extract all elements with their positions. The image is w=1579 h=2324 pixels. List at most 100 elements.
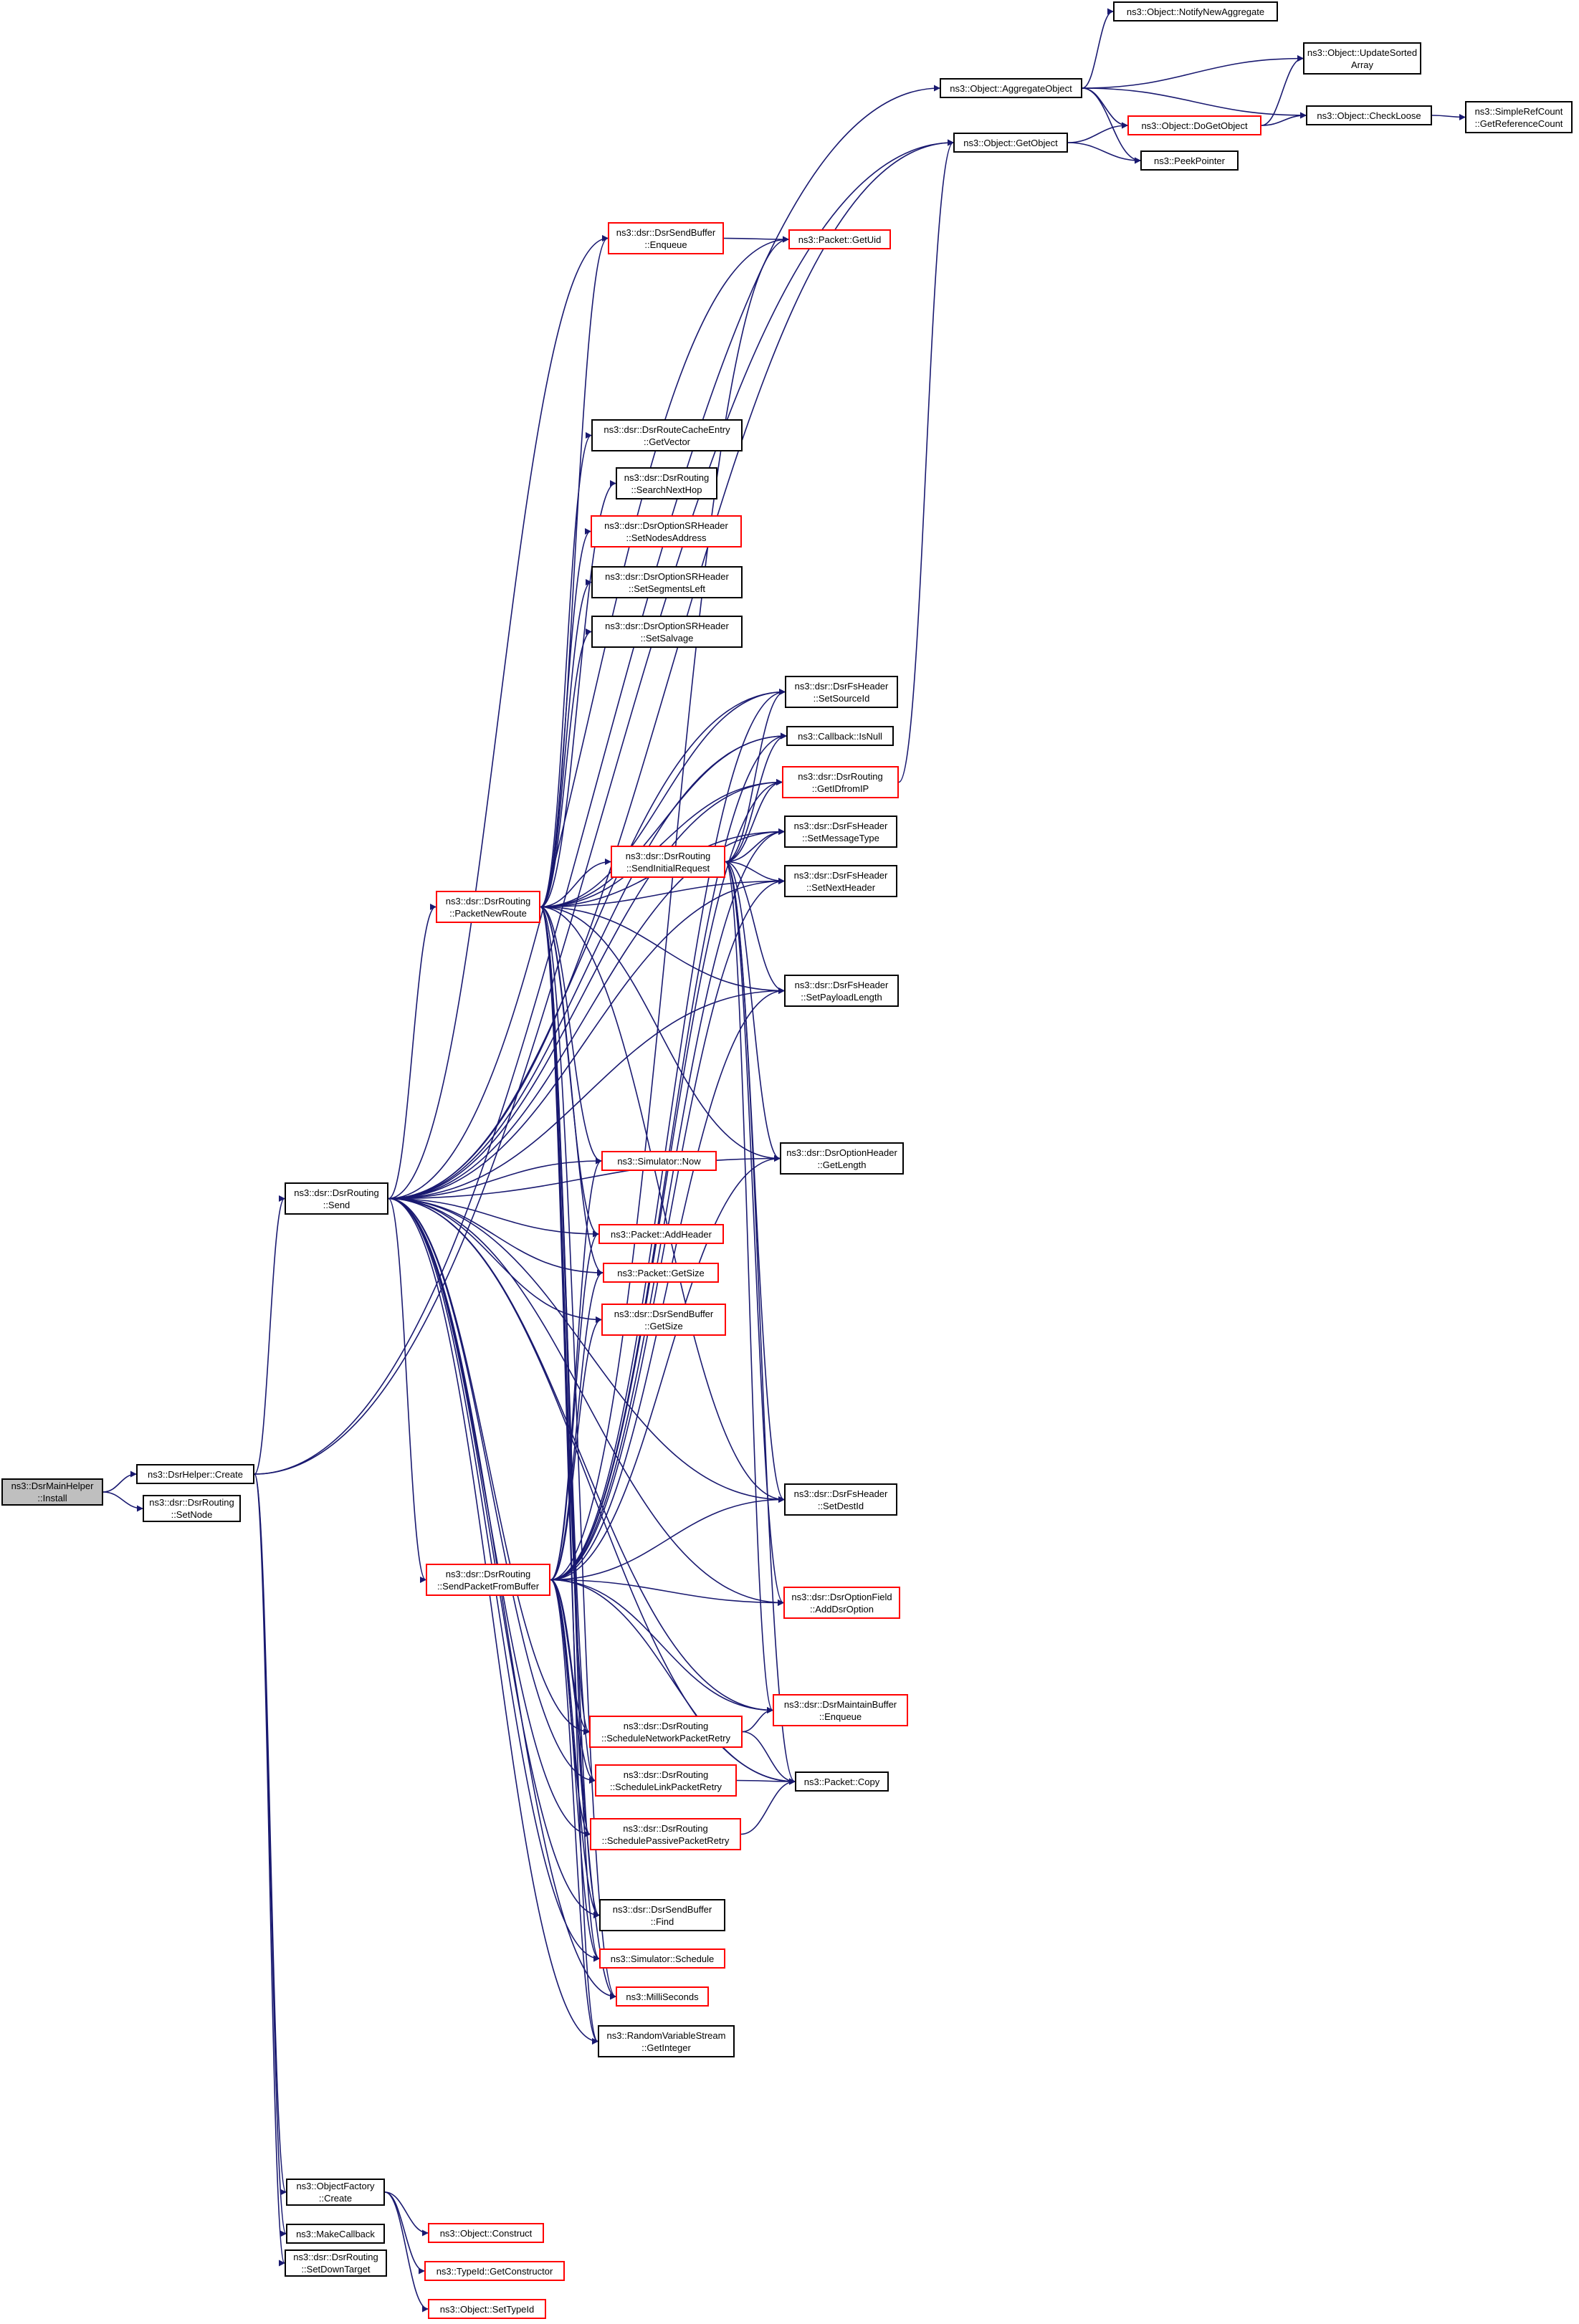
node-callback-isnull[interactable]: ns3::Callback::IsNull bbox=[786, 726, 894, 746]
node-setsalvage[interactable]: ns3::dsr::DsrOptionSRHeader ::SetSalvage bbox=[591, 616, 743, 648]
node-label: ns3::Object::UpdateSorted Array bbox=[1307, 47, 1418, 70]
node-label: ns3::RandomVariableStream ::GetInteger bbox=[606, 2029, 726, 2053]
node-typeid-getconstructor[interactable]: ns3::TypeId::GetConstructor bbox=[424, 2261, 565, 2281]
node-label: ns3::dsr::DsrRouting ::SetDownTarget bbox=[293, 2252, 378, 2275]
node-milliseconds[interactable]: ns3::MilliSeconds bbox=[616, 1986, 709, 2007]
node-packet-addheader[interactable]: ns3::Packet::AddHeader bbox=[598, 1224, 724, 1244]
node-dogetobject[interactable]: ns3::Object::DoGetObject bbox=[1127, 115, 1261, 135]
node-getidfromip[interactable]: ns3::dsr::DsrRouting ::GetIDfromIP bbox=[782, 766, 899, 798]
node-label: ns3::MakeCallback bbox=[296, 2228, 375, 2239]
node-peekpointer[interactable]: ns3::PeekPointer bbox=[1140, 150, 1239, 171]
node-sendpacketfrombuffer[interactable]: ns3::dsr::DsrRouting ::SendPacketFromBuf… bbox=[426, 1564, 550, 1596]
node-objfactory[interactable]: ns3::ObjectFactory ::Create bbox=[286, 2179, 385, 2206]
edge-schednetworkretry-to-packet-copy bbox=[742, 1731, 796, 1785]
edge-send-to-setpayloadlength bbox=[388, 988, 785, 1200]
node-maintain-enqueue[interactable]: ns3::dsr::DsrMaintainBuffer ::Enqueue bbox=[773, 1694, 908, 1726]
node-adddsroption[interactable]: ns3::dsr::DsrOptionField ::AddDsrOption bbox=[783, 1587, 900, 1619]
node-setdowntarget[interactable]: ns3::dsr::DsrRouting ::SetDownTarget bbox=[285, 2249, 387, 2277]
node-label: ns3::ObjectFactory ::Create bbox=[296, 2181, 375, 2204]
node-label: ns3::Packet::GetSize bbox=[617, 1267, 705, 1278]
node-label: ns3::Packet::AddHeader bbox=[611, 1228, 712, 1240]
edge-dogetobject-to-updatesorted bbox=[1261, 55, 1304, 126]
edge-sendpacketfrombuffer-to-packet-copy bbox=[550, 1579, 796, 1785]
node-setsourceid[interactable]: ns3::dsr::DsrFsHeader ::SetSourceId bbox=[785, 676, 898, 708]
node-setsegmentsleft[interactable]: ns3::dsr::DsrOptionSRHeader ::SetSegment… bbox=[591, 566, 743, 598]
node-label: ns3::dsr::DsrRouting ::PacketNewRoute bbox=[445, 895, 531, 919]
edge-sendpacketfrombuffer-to-getidfromip bbox=[550, 779, 783, 1581]
node-aggregate[interactable]: ns3::Object::AggregateObject bbox=[940, 78, 1082, 98]
node-label: ns3::dsr::DsrRouting ::ScheduleLinkPacke… bbox=[609, 1769, 722, 1792]
edge-sendinitialrequest-to-setpayloadlength bbox=[725, 861, 785, 994]
node-label: ns3::SimpleRefCount ::GetReferenceCount bbox=[1474, 105, 1563, 129]
edge-send-to-getobject bbox=[388, 139, 954, 1200]
node-updatesorted[interactable]: ns3::Object::UpdateSorted Array bbox=[1303, 42, 1421, 75]
edge-sendpacketfrombuffer-to-simulator-schedule bbox=[550, 1579, 600, 1962]
edge-aggregate-to-dogetobject bbox=[1082, 87, 1128, 129]
edge-sendpacketfrombuffer-to-rvs-getinteger bbox=[550, 1579, 598, 2045]
node-object-construct[interactable]: ns3::Object::Construct bbox=[428, 2223, 544, 2243]
edge-sendpacketfrombuffer-to-optionheader-getlength bbox=[550, 1155, 781, 1581]
node-packet-getsize[interactable]: ns3::Packet::GetSize bbox=[603, 1263, 719, 1283]
node-label: ns3::dsr::DsrRouting ::SetNode bbox=[149, 1497, 234, 1520]
edge-sendbuf-enqueue-to-packet-getuid bbox=[723, 236, 789, 243]
node-label: ns3::dsr::DsrRouting ::Send bbox=[294, 1187, 379, 1210]
node-optionheader-getlength[interactable]: ns3::dsr::DsrOptionHeader ::GetLength bbox=[780, 1142, 904, 1175]
node-setmessagetype[interactable]: ns3::dsr::DsrFsHeader ::SetMessageType bbox=[784, 816, 897, 848]
node-packet-getuid[interactable]: ns3::Packet::GetUid bbox=[788, 229, 891, 249]
node-notifynew[interactable]: ns3::Object::NotifyNewAggregate bbox=[1113, 1, 1278, 21]
edge-helper-create-to-setdowntarget bbox=[254, 1473, 285, 2267]
edge-objfactory-to-typeid-getconstructor bbox=[384, 2191, 425, 2275]
node-label: ns3::dsr::DsrOptionSRHeader ::SetSegment… bbox=[605, 570, 729, 594]
node-sendbuf-enqueue[interactable]: ns3::dsr::DsrSendBuffer ::Enqueue bbox=[608, 222, 724, 254]
node-label: ns3::dsr::DsrFsHeader ::SetSourceId bbox=[794, 680, 889, 704]
edge-send-to-simulator-now bbox=[388, 1157, 602, 1200]
node-setpayloadlength[interactable]: ns3::dsr::DsrFsHeader ::SetPayloadLength bbox=[784, 975, 899, 1007]
node-helper-create[interactable]: ns3::DsrHelper::Create bbox=[136, 1464, 254, 1484]
node-getobject[interactable]: ns3::Object::GetObject bbox=[953, 133, 1068, 153]
node-label: ns3::dsr::DsrFsHeader ::SetDestId bbox=[793, 1488, 888, 1511]
node-searchnexthop[interactable]: ns3::dsr::DsrRouting ::SearchNextHop bbox=[616, 467, 717, 499]
node-label: ns3::dsr::DsrSendBuffer ::Find bbox=[612, 1903, 712, 1927]
node-install[interactable]: ns3::DsrMainHelper ::Install bbox=[1, 1478, 103, 1506]
node-sendinitialrequest[interactable]: ns3::dsr::DsrRouting ::SendInitialReques… bbox=[611, 846, 725, 878]
edge-send-to-adddsroption bbox=[388, 1197, 784, 1606]
node-simulator-now[interactable]: ns3::Simulator::Now bbox=[601, 1151, 717, 1171]
edge-sendinitialrequest-to-getidfromip bbox=[725, 779, 783, 863]
edge-sendpacketfrombuffer-to-milliseconds bbox=[550, 1579, 616, 2000]
node-schedpassiveretry[interactable]: ns3::dsr::DsrRouting ::SchedulePassivePa… bbox=[590, 1818, 741, 1850]
edge-aggregate-to-updatesorted bbox=[1082, 55, 1304, 89]
node-simulator-schedule[interactable]: ns3::Simulator::Schedule bbox=[599, 1948, 725, 1969]
node-label: ns3::Object::CheckLoose bbox=[1317, 110, 1421, 121]
node-label: ns3::Simulator::Now bbox=[617, 1155, 701, 1167]
node-setnode[interactable]: ns3::dsr::DsrRouting ::SetNode bbox=[143, 1495, 241, 1522]
node-label: ns3::Callback::IsNull bbox=[798, 730, 882, 742]
node-setnextheader[interactable]: ns3::dsr::DsrFsHeader ::SetNextHeader bbox=[784, 865, 897, 897]
edge-packetnewroute-to-packet-getsize bbox=[540, 906, 604, 1276]
node-sendbuf-getsize[interactable]: ns3::dsr::DsrSendBuffer ::GetSize bbox=[601, 1304, 726, 1336]
node-makecallback[interactable]: ns3::MakeCallback bbox=[286, 2224, 385, 2244]
node-packet-copy[interactable]: ns3::Packet::Copy bbox=[795, 1771, 889, 1792]
edge-aggregate-to-peekpointer bbox=[1082, 87, 1141, 164]
edge-getidfromip-to-getobject bbox=[898, 139, 954, 783]
node-sendbuf-find[interactable]: ns3::dsr::DsrSendBuffer ::Find bbox=[599, 1899, 725, 1931]
node-label: ns3::Packet::Copy bbox=[803, 1776, 880, 1787]
node-send[interactable]: ns3::dsr::DsrRouting ::Send bbox=[285, 1182, 388, 1215]
node-setnodesaddress[interactable]: ns3::dsr::DsrOptionSRHeader ::SetNodesAd… bbox=[591, 515, 742, 547]
node-label: ns3::dsr::DsrFsHeader ::SetNextHeader bbox=[793, 869, 888, 893]
node-schednetworkretry[interactable]: ns3::dsr::DsrRouting ::ScheduleNetworkPa… bbox=[589, 1716, 743, 1748]
node-rvs-getinteger[interactable]: ns3::RandomVariableStream ::GetInteger bbox=[598, 2025, 735, 2057]
node-label: ns3::dsr::DsrRouteCacheEntry ::GetVector bbox=[604, 424, 730, 447]
node-checkloose[interactable]: ns3::Object::CheckLoose bbox=[1306, 105, 1432, 125]
node-setdestid[interactable]: ns3::dsr::DsrFsHeader ::SetDestId bbox=[784, 1483, 897, 1516]
node-packetnewroute[interactable]: ns3::dsr::DsrRouting ::PacketNewRoute bbox=[436, 891, 540, 923]
node-getvector[interactable]: ns3::dsr::DsrRouteCacheEntry ::GetVector bbox=[591, 419, 743, 451]
node-object-settypeid[interactable]: ns3::Object::SetTypeId bbox=[428, 2299, 546, 2319]
edge-send-to-setdestid bbox=[388, 1197, 785, 1503]
edge-send-to-setsourceid bbox=[388, 689, 786, 1200]
node-schedlinkretry[interactable]: ns3::dsr::DsrRouting ::ScheduleLinkPacke… bbox=[595, 1764, 737, 1797]
node-label: ns3::Object::GetObject bbox=[963, 137, 1058, 148]
edge-send-to-schednetworkretry bbox=[388, 1197, 590, 1735]
node-simplerefcount[interactable]: ns3::SimpleRefCount ::GetReferenceCount bbox=[1465, 101, 1573, 133]
node-label: ns3::DsrMainHelper ::Install bbox=[11, 1481, 94, 1503]
